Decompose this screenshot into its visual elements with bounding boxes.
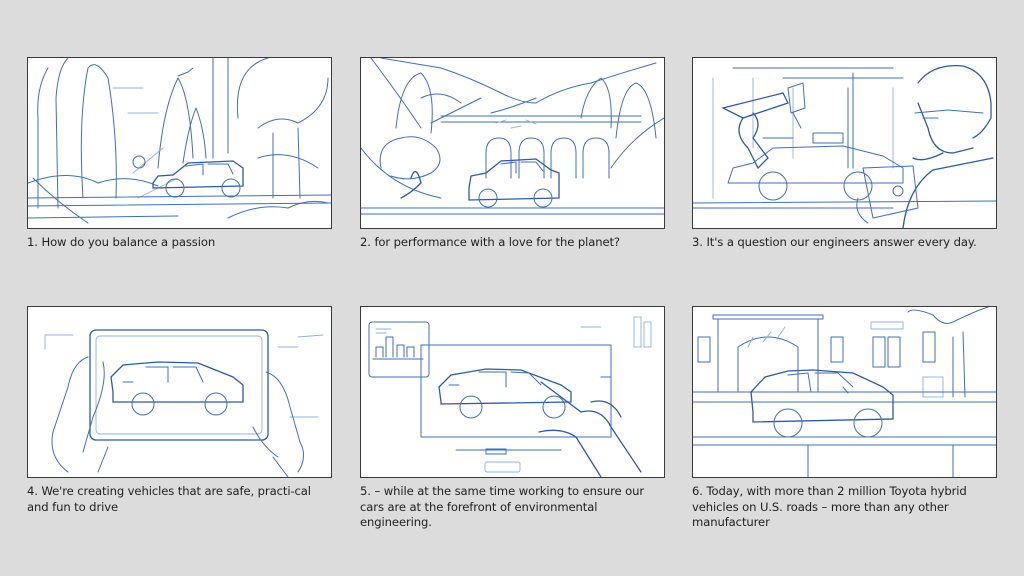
storyboard-panel-6: 6. Today, with more than 2 million Toyot… — [692, 306, 998, 531]
hands-tablet-suv-sketch — [44, 329, 324, 477]
panel-3-caption: 3. It's a question our engineers answer … — [692, 235, 977, 249]
panel-5-caption: 5. – while at the same time working to e… — [360, 484, 645, 529]
panel-2-sketch-frame — [360, 57, 665, 229]
touchscreen-suv-chart-sketch — [368, 316, 652, 477]
city-street-suv-sketch — [693, 307, 996, 477]
storyboard-panel-2: 2. for performance with a love for the p… — [360, 57, 666, 251]
viaduct-mountain-suv-sketch — [361, 58, 664, 215]
storyboard-panel-3: 3. It's a question our engineers answer … — [692, 57, 998, 251]
forest-road-suv-sketch — [28, 58, 331, 224]
panel-1-caption: 1. How do you balance a passion — [27, 235, 216, 249]
engineer-robotics-suv-sketch — [693, 64, 996, 228]
panel-2-caption: 2. for performance with a love for the p… — [360, 235, 620, 249]
panel-5-sketch-frame — [360, 306, 665, 478]
storyboard-panel-4: 4. We're creating vehicles that are safe… — [27, 306, 333, 515]
storyboard-panel-5: 5. – while at the same time working to e… — [360, 306, 666, 531]
panel-1-sketch-frame — [27, 57, 332, 229]
panel-3-sketch-frame — [692, 57, 997, 229]
panel-6-sketch-frame — [692, 306, 997, 478]
panel-6-caption: 6. Today, with more than 2 million Toyot… — [692, 484, 967, 529]
storyboard-panel-1: 1. How do you balance a passion — [27, 57, 333, 251]
panel-4-caption: 4. We're creating vehicles that are safe… — [27, 484, 311, 514]
panel-4-sketch-frame — [27, 306, 332, 478]
